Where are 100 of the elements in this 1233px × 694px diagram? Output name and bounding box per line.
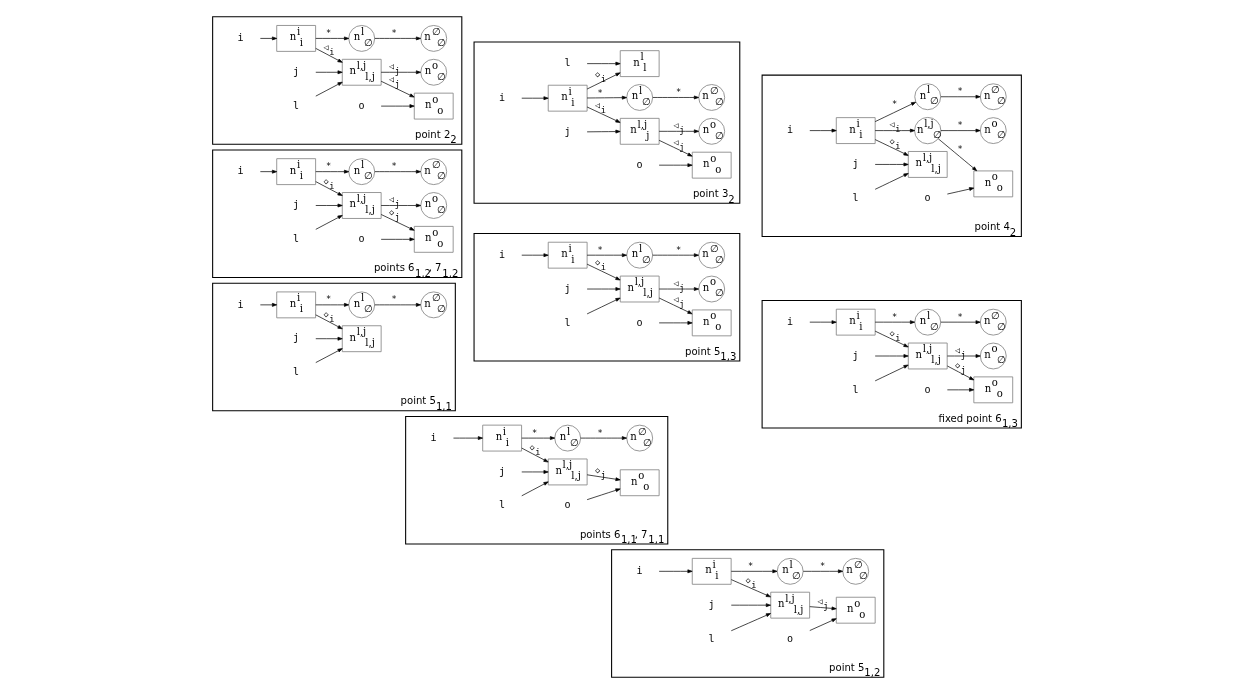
arrow: [373, 169, 421, 174]
arrow: [808, 320, 837, 325]
arrow: [314, 181, 343, 196]
node-text: o: [786, 632, 793, 644]
arrow: [658, 129, 699, 134]
node-text: i: [236, 298, 244, 310]
arrow: [586, 488, 620, 501]
node-text: o: [635, 316, 643, 328]
edge-label: *: [819, 560, 825, 571]
node-text: j: [292, 199, 299, 211]
arrow: [314, 36, 349, 41]
arrow: [658, 163, 692, 168]
arrow: [452, 436, 483, 440]
arrow: [373, 36, 421, 41]
arrow: [658, 297, 692, 315]
node-text: j: [851, 349, 859, 361]
node-text: l: [292, 233, 299, 244]
edge-label: *: [597, 244, 603, 255]
arrow: [314, 336, 343, 341]
arrow: [651, 253, 699, 258]
arrow: [314, 314, 343, 330]
node-text: o: [635, 158, 643, 170]
arrow: [373, 303, 421, 307]
arrow: [586, 297, 620, 315]
arrow: [380, 203, 421, 208]
edge-label: *: [391, 161, 397, 172]
arrow: [808, 128, 837, 133]
arrow: [802, 569, 843, 574]
arrow: [586, 61, 620, 66]
arrow: [520, 253, 549, 258]
edge-label: *: [957, 120, 963, 131]
arrow: [586, 129, 620, 134]
arrow: [520, 96, 549, 101]
node-text: o: [563, 499, 571, 511]
node-text: o: [357, 99, 365, 111]
arrow: [520, 436, 555, 440]
arrow: [586, 263, 620, 281]
node-text: j: [563, 125, 571, 137]
arrow: [651, 95, 699, 100]
node-text: i: [236, 165, 244, 177]
edge-label: *: [325, 161, 331, 172]
node-text: l: [707, 632, 715, 644]
node-text: l: [292, 366, 299, 378]
node-text: j: [292, 65, 299, 77]
node-text: j: [707, 598, 715, 610]
arrow: [259, 36, 277, 41]
arrow: [314, 203, 343, 208]
edge-label: *: [747, 560, 753, 571]
arrow: [946, 354, 981, 358]
arrow: [658, 287, 699, 291]
arrow: [939, 128, 981, 133]
arrow: [874, 330, 909, 348]
node-text: j: [498, 465, 505, 477]
arrow: [314, 70, 343, 75]
arrow: [874, 101, 916, 122]
arrow: [586, 106, 620, 123]
edge-label: *: [957, 143, 963, 154]
arrow: [380, 80, 415, 98]
arrow: [808, 618, 837, 631]
arrow: [586, 72, 620, 90]
node-text: l: [851, 191, 859, 203]
node-text: o: [357, 233, 365, 244]
arrow: [314, 348, 343, 363]
arrow: [939, 94, 981, 99]
arrow: [874, 173, 909, 190]
arrow: [314, 215, 343, 230]
node-text: j: [851, 158, 859, 170]
arrow: [937, 138, 977, 172]
node-text: l: [292, 99, 299, 111]
edge-label: *: [891, 311, 897, 322]
edge-label: *: [675, 87, 681, 98]
arrow: [586, 287, 620, 291]
arrow: [380, 214, 415, 231]
node-text: i: [429, 431, 437, 443]
arrow: [874, 354, 909, 358]
arrow: [314, 303, 349, 307]
node-text: l: [851, 383, 859, 395]
node-text: l: [498, 499, 505, 511]
node-text: l: [563, 57, 571, 69]
arrow: [946, 365, 974, 381]
arrow: [314, 169, 349, 174]
arrow: [520, 470, 549, 474]
node-text: o: [924, 191, 931, 203]
node-text: i: [635, 564, 643, 576]
node-text: i: [498, 91, 505, 103]
node-text: i: [236, 32, 244, 44]
arrow: [874, 139, 909, 156]
edge-label: *: [391, 27, 397, 38]
arrow: [314, 48, 343, 63]
edge-label: *: [891, 99, 897, 110]
arrow: [520, 447, 549, 463]
node-text: i: [786, 124, 793, 136]
edge-label: *: [531, 427, 537, 438]
arrow: [586, 95, 627, 100]
arrow: [658, 569, 692, 574]
arrow: [586, 474, 620, 482]
arrow: [658, 139, 692, 157]
arrow: [730, 579, 771, 598]
edge-label: *: [597, 427, 603, 438]
edge-label: *: [957, 86, 963, 97]
